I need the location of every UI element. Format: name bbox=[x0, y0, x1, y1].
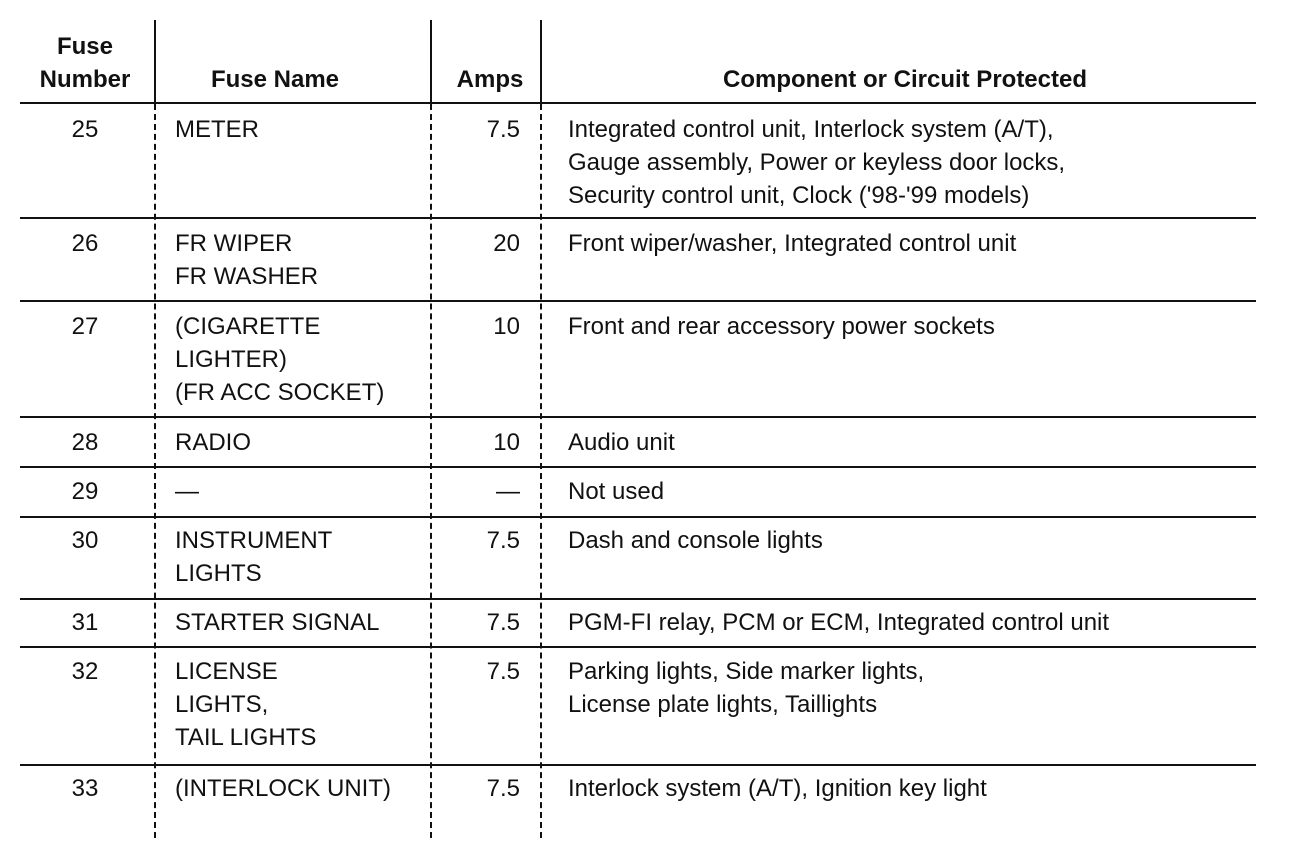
fuse-component: Front wiper/washer, Integrated control u… bbox=[568, 230, 1017, 257]
column-divider bbox=[430, 20, 432, 104]
fuse-component: Interlock system (A/T), Ignition key lig… bbox=[568, 775, 987, 802]
fuse-amps: 7.5 bbox=[486, 775, 520, 802]
column-divider bbox=[154, 20, 156, 104]
fuse-number: 26 bbox=[71, 230, 99, 257]
fuse-number: 31 bbox=[71, 609, 99, 636]
fuse-name: — bbox=[175, 478, 199, 505]
fuse-amps: 7.5 bbox=[486, 527, 520, 554]
row-divider bbox=[20, 646, 1256, 648]
row-divider bbox=[20, 217, 1256, 219]
column-divider bbox=[154, 104, 156, 838]
fuse-amps: 10 bbox=[493, 313, 520, 340]
fuse-name: (CIGARETTE LIGHTER) (FR ACC SOCKET) bbox=[175, 313, 385, 406]
row-divider bbox=[20, 466, 1256, 468]
fuse-amps: 7.5 bbox=[486, 116, 520, 143]
column-divider bbox=[540, 104, 542, 838]
fuse-amps: 7.5 bbox=[486, 609, 520, 636]
fuse-number: 25 bbox=[71, 116, 99, 143]
header-amps: Amps bbox=[456, 66, 524, 93]
header-component: Component or Circuit Protected bbox=[722, 66, 1088, 93]
column-divider bbox=[540, 20, 542, 104]
fuse-amps: 7.5 bbox=[486, 658, 520, 685]
row-divider bbox=[20, 416, 1256, 418]
row-divider bbox=[20, 102, 1256, 104]
fuse-name: FR WIPER FR WASHER bbox=[175, 230, 319, 290]
fuse-number: 33 bbox=[71, 775, 99, 802]
fuse-number: 29 bbox=[71, 478, 99, 505]
fuse-name: STARTER SIGNAL bbox=[175, 609, 380, 636]
fuse-number: 32 bbox=[71, 658, 99, 685]
fuse-name: (INTERLOCK UNIT) bbox=[175, 775, 391, 802]
row-divider bbox=[20, 598, 1256, 600]
fuse-component: Dash and console lights bbox=[568, 527, 823, 554]
header-fuse-name: Fuse Name bbox=[210, 66, 340, 93]
fuse-name: METER bbox=[175, 116, 259, 143]
row-divider bbox=[20, 516, 1256, 518]
fuse-number: 27 bbox=[71, 313, 99, 340]
fuse-name: LICENSE LIGHTS, TAIL LIGHTS bbox=[175, 658, 317, 751]
fuse-amps: — bbox=[496, 478, 520, 505]
fuse-component: Parking lights, Side marker lights, Lice… bbox=[568, 658, 925, 718]
fuse-number: 28 bbox=[71, 429, 99, 456]
fuse-amps: 20 bbox=[493, 230, 520, 257]
fuse-number: 30 bbox=[71, 527, 99, 554]
fuse-component: PGM-FI relay, PCM or ECM, Integrated con… bbox=[568, 609, 1110, 636]
row-divider bbox=[20, 300, 1256, 302]
fuse-component: Integrated control unit, Interlock syste… bbox=[568, 116, 1066, 209]
fuse-name: INSTRUMENT LIGHTS bbox=[175, 527, 333, 587]
header-fuse-number: Fuse Number bbox=[39, 33, 131, 93]
fuse-component: Front and rear accessory power sockets bbox=[568, 313, 995, 340]
row-divider bbox=[20, 764, 1256, 766]
column-divider bbox=[430, 104, 432, 838]
fuse-component: Not used bbox=[568, 478, 665, 505]
fuse-amps: 10 bbox=[493, 429, 520, 456]
fuse-name: RADIO bbox=[175, 429, 252, 456]
fuse-component: Audio unit bbox=[568, 429, 675, 456]
